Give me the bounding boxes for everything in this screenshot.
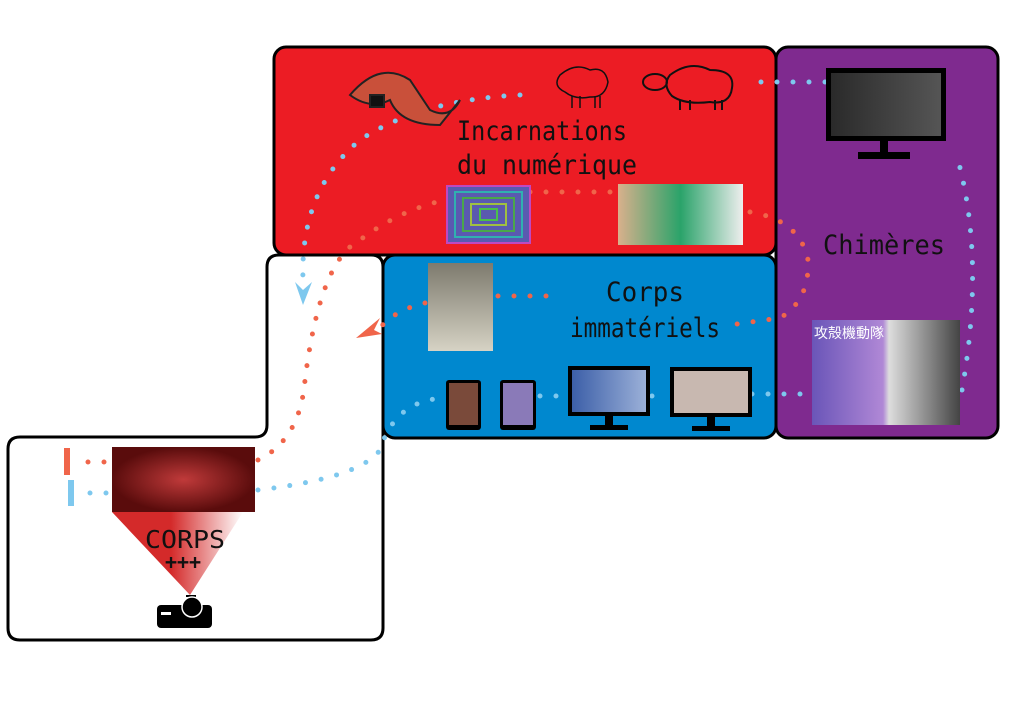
- corps-plus: +++: [165, 550, 201, 574]
- corps-immateriels-title: Corps: [606, 277, 684, 308]
- sheep-drawing-image: [556, 66, 609, 108]
- red-dotted-path: [727, 209, 811, 328]
- projected-body-image: [112, 447, 255, 512]
- double-portrait-image: [428, 263, 493, 351]
- monitor-matrix-image: [826, 68, 946, 159]
- red-dotted-path: [85, 189, 615, 465]
- blue-dotted-path: [87, 391, 815, 496]
- blue-dotted-path: [300, 79, 828, 283]
- corps-title: CORPS: [145, 525, 225, 554]
- tablet-image: [500, 380, 536, 430]
- tablet-image: [446, 380, 481, 430]
- incarnations-subtitle: du numérique: [457, 150, 637, 181]
- three-faces-image: [618, 184, 743, 245]
- ghost-in-the-shell-manga-image: [812, 320, 960, 425]
- red-legend-bar: [64, 448, 70, 475]
- sheep-drawing-image: [642, 65, 734, 110]
- red-dotted-path: [377, 293, 563, 331]
- projector-icon: [157, 595, 212, 628]
- chimeres-title: Chimères: [823, 230, 945, 261]
- concentric-squares-image: [446, 185, 531, 244]
- blue-legend-bar: [68, 480, 74, 506]
- blue-dotted-path: [955, 157, 976, 393]
- projection-beam: [112, 512, 243, 595]
- incarnations-title: Incarnations: [457, 116, 627, 147]
- manga-cover-title: 攻殻機動隊: [814, 326, 884, 342]
- chimera-drawing-image: [348, 71, 461, 127]
- monitor-image: [670, 367, 752, 431]
- blue-arrow-icon: [295, 282, 312, 305]
- red-arrow-icon: [356, 318, 382, 338]
- corps-immateriels-subtitle: immatériels: [570, 313, 720, 344]
- monitor-image: [568, 366, 650, 430]
